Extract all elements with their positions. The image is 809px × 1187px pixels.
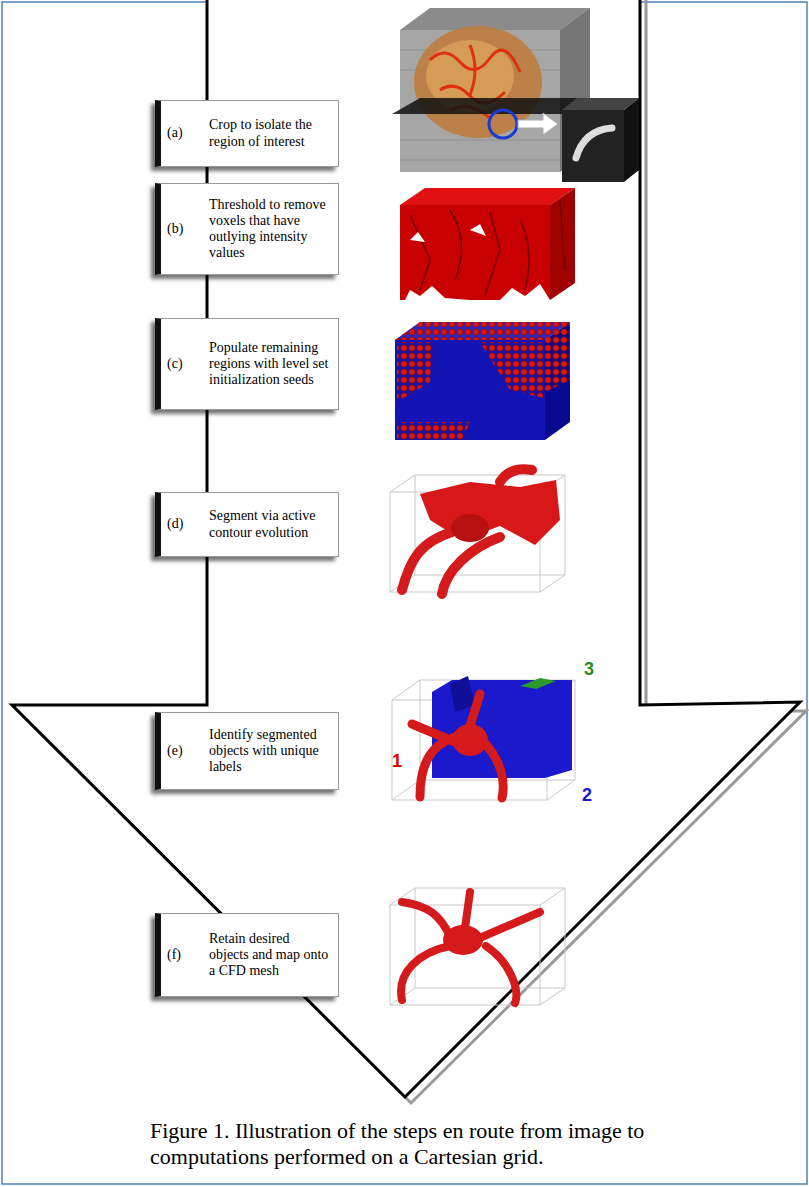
crop-illustration — [392, 8, 639, 182]
step-text: Crop to isolate the region of interest — [205, 112, 338, 154]
step-box: (b)Threshold to remove voxels that have … — [155, 183, 339, 275]
step-letter: (e) — [161, 743, 205, 759]
step-text: Segment via active contour evolution — [205, 503, 338, 545]
step-letter: (f) — [161, 947, 205, 963]
seeds-illustration — [395, 322, 570, 440]
step-letter: (a) — [161, 125, 205, 141]
segmentation-illustration — [390, 469, 565, 594]
step-letter: (c) — [161, 356, 205, 372]
step-letter: (d) — [161, 516, 205, 532]
callout-number: 2 — [582, 786, 592, 806]
step-text: Retain desired objects and map onto a CF… — [205, 926, 338, 984]
threshold-illustration — [400, 188, 575, 300]
cfd-mesh-illustration — [390, 888, 565, 1005]
step-letter: (b) — [161, 221, 205, 237]
callout-number: 1 — [392, 752, 402, 772]
step-text: Populate remaining regions with level se… — [205, 335, 338, 393]
flow-arrow — [12, 0, 800, 1097]
step-box: (c)Populate remaining regions with level… — [155, 318, 339, 410]
step-text: Identify segmented objects with unique l… — [205, 722, 338, 780]
step-box: (d)Segment via active contour evolution — [155, 492, 339, 557]
labelling-illustration — [392, 676, 575, 800]
step-box: (f)Retain desired objects and map onto a… — [155, 913, 339, 997]
step-box: (a)Crop to isolate the region of interes… — [155, 100, 339, 167]
callout-number: 3 — [584, 660, 594, 680]
step-box: (e)Identify segmented objects with uniqu… — [155, 712, 339, 790]
step-text: Threshold to remove voxels that have out… — [205, 192, 338, 266]
figure-caption: Figure 1. Illustration of the steps en r… — [150, 1118, 750, 1171]
